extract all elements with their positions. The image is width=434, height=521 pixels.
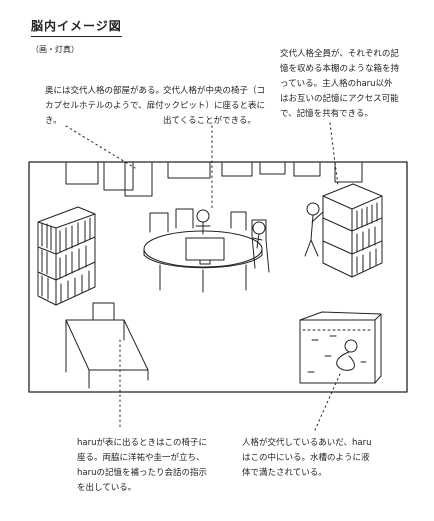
note-memory-shelves: 交代人格全員が、それぞれの記憶を収める本棚のような箱を持っている。主人格のhar… [280, 49, 400, 119]
room-frame [28, 161, 408, 393]
illustrator-credit: （画・灯真） [31, 45, 79, 54]
page-title: 脳内イメージ図 [31, 17, 122, 37]
note-haru-chair: haruが表に出るときはこの椅子に座る。両脇に洋祐や圭一が立ち、haruの記憶を… [77, 438, 207, 493]
liquid-tank [299, 311, 382, 384]
back-wall-rooms [65, 162, 363, 197]
bookshelf-left [37, 206, 96, 306]
haru-chair [65, 302, 149, 389]
cockpit-screen [185, 237, 225, 261]
figures-at-table [195, 209, 266, 249]
figure-at-shelf [304, 202, 324, 257]
leader-lines [65, 122, 341, 431]
cockpit-table [143, 230, 263, 293]
note-rooms: 奥には交代人格の部屋がある。カプセルホテルのようで、扉付き。 [45, 86, 165, 126]
chairs [149, 208, 270, 273]
note-tank: 人格が交代しているあいだ、haruはこの中にいる。水槽のように液体で満たされてい… [242, 438, 372, 478]
bookshelf-right [322, 183, 383, 278]
note-cockpit: 交代人格が中央の椅子（コックピット）に座ると表に出てくることができる。 [163, 86, 266, 126]
